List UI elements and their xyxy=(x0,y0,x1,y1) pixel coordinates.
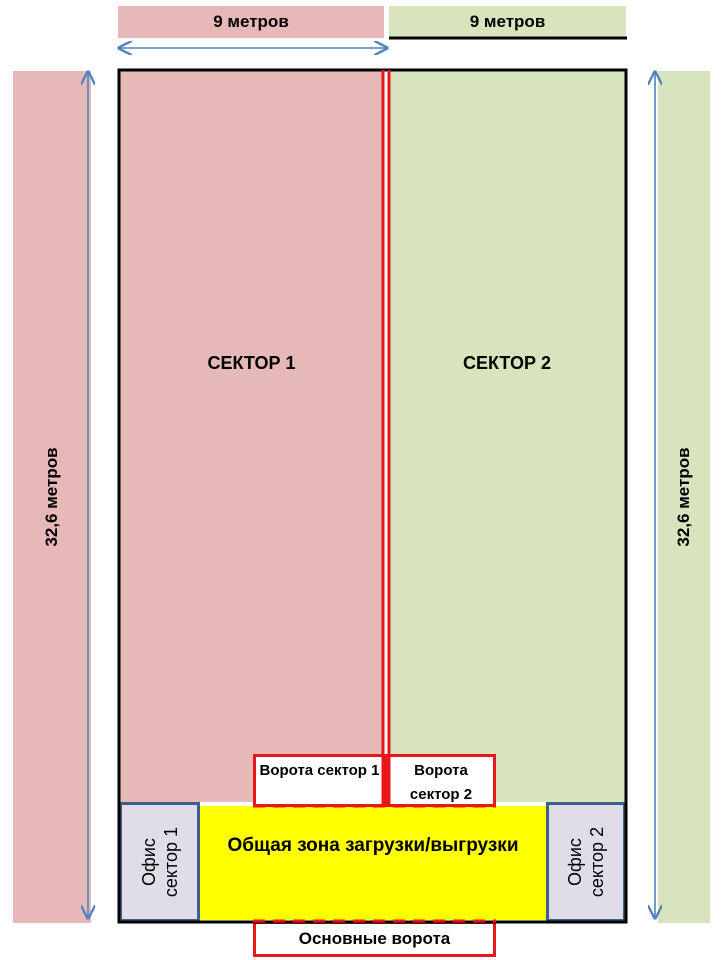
top-right-dimension-label: 9 метров xyxy=(469,12,546,31)
top-right-dimension-bar: 9 метров xyxy=(389,6,626,38)
right-dimension-bar: 32,6 метров xyxy=(658,71,710,923)
loading-zone-label: Общая зона загрузки/выгрузки xyxy=(227,835,519,856)
sector-1-title: СЕКТОР 1 xyxy=(207,353,296,373)
main-gate: Основные ворота xyxy=(253,921,496,957)
building-outline xyxy=(117,68,628,924)
gate-sector-1-label: Ворота сектор 1 xyxy=(259,762,380,779)
sector-2-area: СЕКТОР 2 xyxy=(389,71,625,802)
gate-sector-2-label: Ворота сектор 2 xyxy=(409,762,473,803)
top-left-dimension-label: 9 метров xyxy=(213,12,289,31)
sector-1-area: СЕКТОР 1 xyxy=(120,71,383,802)
left-dimension-bar: 32,6 метров xyxy=(13,71,91,923)
top-left-dimension-bar: 9 метров xyxy=(118,6,384,38)
gate-sector-1: Ворота сектор 1 xyxy=(253,754,386,807)
sector-2-title: СЕКТОР 2 xyxy=(462,353,551,373)
loading-zone: Общая зона загрузки/выгрузки xyxy=(200,806,546,920)
main-gate-label: Основные ворота xyxy=(298,929,451,948)
gate-sector-2: Ворота сектор 2 xyxy=(386,754,496,807)
